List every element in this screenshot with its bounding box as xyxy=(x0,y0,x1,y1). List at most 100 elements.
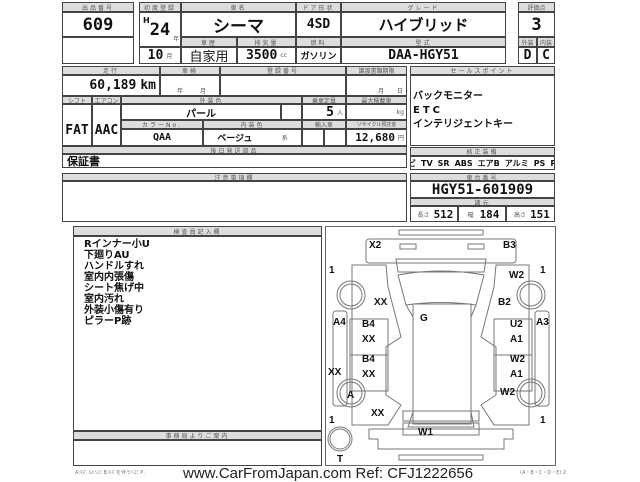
mileage-label: 走行 xyxy=(62,66,160,75)
equip-item: ABS xyxy=(454,158,473,168)
mark-x2: X2 xyxy=(369,240,382,251)
tire-rr: 1 xyxy=(540,415,546,426)
seats-unit: 人 xyxy=(336,109,343,117)
sales-item: インテリジェントキー xyxy=(413,119,513,130)
shift-label: シフト xyxy=(62,96,92,104)
length-value: 512 xyxy=(433,207,454,221)
inspector-line: シート焦げ中 xyxy=(84,283,144,294)
sales-label: セールスポイント xyxy=(410,66,555,75)
history-label: 車歴 xyxy=(181,37,237,47)
dims-label: 諸元 xyxy=(410,198,555,206)
mark-b3: B3 xyxy=(503,240,516,251)
mark-w2: W2 xyxy=(509,270,524,281)
load-unit: kg xyxy=(396,108,404,116)
ac-label: エアコン xyxy=(92,96,121,104)
watermark: www.CarFromJapan.com Ref: CFJ1222656 xyxy=(183,465,474,482)
plate-label: 登録番号 xyxy=(220,66,346,75)
notes xyxy=(62,181,407,222)
equip-item: PW xyxy=(550,159,554,168)
shaken-month: 月 xyxy=(200,88,207,95)
import-a xyxy=(302,129,324,146)
office-notes xyxy=(73,440,322,466)
door: 4SD xyxy=(296,12,341,37)
recycle-unit: 円 xyxy=(397,135,404,142)
inspector-line: Rインナー小U xyxy=(84,239,150,250)
shaken-label: 車検 xyxy=(160,66,220,75)
intcolor: ベージュ系 xyxy=(203,129,302,146)
shift: FAT xyxy=(62,104,92,146)
equip-item: TV xyxy=(421,158,433,168)
inspector-line: 外装小傷有り xyxy=(84,305,144,316)
inspector-line: ハンドルすれ xyxy=(84,261,144,272)
mark-w2: W2 xyxy=(510,354,525,365)
model: DAA-HGY51 xyxy=(341,47,506,64)
inspector-line: 室内汚れ xyxy=(84,294,124,305)
width-value: 184 xyxy=(479,207,500,221)
load: kg xyxy=(346,104,407,120)
tire-fr: 1 xyxy=(540,265,546,276)
equip-item: PS xyxy=(533,158,546,168)
intcolor-value: ベージュ xyxy=(217,134,253,144)
colorno-label: カラーNo. xyxy=(121,120,203,129)
mark-u2: U2 xyxy=(510,319,523,330)
car-name: シーマ xyxy=(181,12,296,37)
color-blank xyxy=(281,104,302,120)
reg-label: 初度登録 xyxy=(139,2,181,12)
inspector-line: 室内内張傷 xyxy=(84,272,134,283)
fuel-label: 燃料 xyxy=(296,37,341,47)
color-label: 外装色 xyxy=(121,96,302,104)
cc-value: 3500 xyxy=(246,48,278,63)
height-value: 151 xyxy=(530,207,550,221)
load-label: 最大積載量 xyxy=(346,96,407,104)
width-label: 幅 xyxy=(467,211,474,219)
cc-unit: cc xyxy=(280,52,287,59)
equip-item: エアB xyxy=(477,158,500,168)
import-label: 輸入車 xyxy=(302,120,346,129)
mark-w1: W1 xyxy=(418,427,433,438)
legend: A:ｷｽﾞ U:ﾍｺﾐ B:ｷｽﾞを伴うﾍｺﾐ P: xyxy=(75,470,145,476)
mark-xx: XX xyxy=(328,367,342,378)
year-unit: 年 xyxy=(173,36,180,43)
intcolor-label: 内装色 xyxy=(203,120,302,129)
mileage-unit: km xyxy=(140,78,156,93)
import-b xyxy=(324,129,346,146)
tire-rl: 1 xyxy=(329,415,335,426)
ac: AAC xyxy=(92,104,121,146)
lot-blank xyxy=(62,37,134,64)
office-label: 事務局よりご案内 xyxy=(73,431,322,440)
equip-list: ナビTVSRABSエアBアルミPSPW xyxy=(410,156,555,170)
inspector-line: 下廻りAU xyxy=(84,250,130,261)
notes-label: 注意事項欄 xyxy=(62,173,407,181)
seats-value: 5 xyxy=(326,104,334,120)
cc-label: 排気量 xyxy=(237,37,296,47)
lot-number: 609 xyxy=(62,12,134,37)
equip-item: ナビ xyxy=(411,158,416,169)
seats-label: 乗車定員 xyxy=(302,96,346,104)
transfer-month: 月 xyxy=(377,88,384,95)
int-label: 内装 xyxy=(537,37,555,47)
mileage-value: 60,189 xyxy=(89,78,137,93)
recycle-label: リサイクル預託金 xyxy=(346,120,407,129)
era: H xyxy=(143,16,150,25)
shaken-year: 年 xyxy=(176,88,183,95)
equip-item: アルミ xyxy=(504,158,529,168)
mark-xx: XX xyxy=(362,334,376,345)
mark-a3: A3 xyxy=(536,317,549,328)
mark-a1: A1 xyxy=(510,369,523,380)
plate xyxy=(220,75,346,96)
recycle-value: 12,680 xyxy=(355,131,395,144)
year: 24 xyxy=(149,20,171,40)
mark-w2: W2 xyxy=(500,387,515,398)
mark-xx: XX xyxy=(374,297,388,308)
fuel: ガソリン xyxy=(296,47,341,64)
color: パール xyxy=(121,104,281,120)
height-label: 高さ xyxy=(514,211,527,219)
